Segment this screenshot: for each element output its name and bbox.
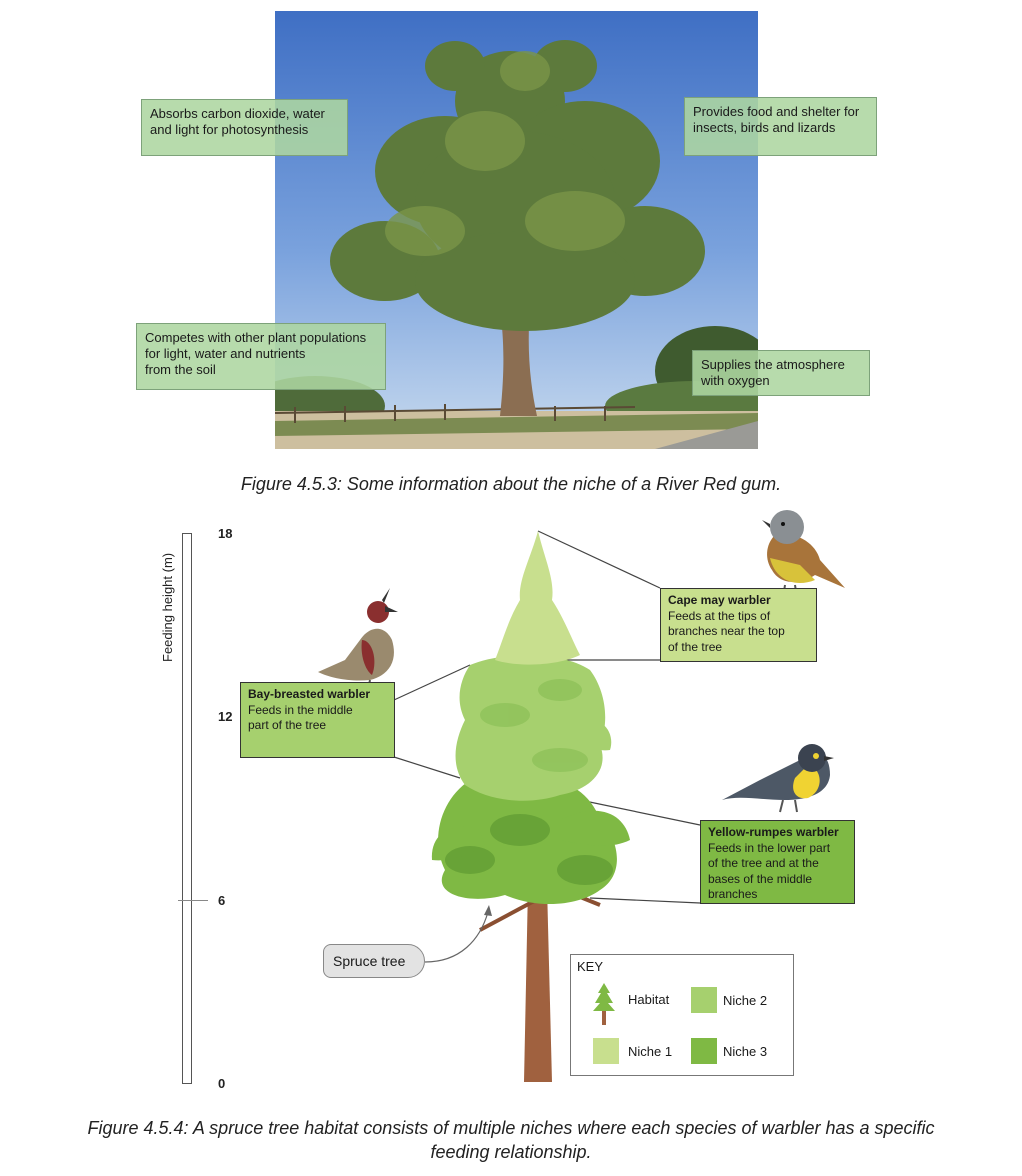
yellow-rumped-line-3: bases of the middle — [708, 871, 813, 886]
competition-line-2: for light, water and nutrients — [145, 346, 306, 361]
niche-2-swatch — [691, 987, 717, 1013]
yellow-rumped-line-1: Feeds in the lower part — [708, 840, 831, 855]
bay-breasted-line-2: part of the tree — [248, 718, 327, 732]
key-title: KEY — [577, 959, 604, 974]
caption-line-1: Figure 4.5.4: A spruce tree habitat cons… — [87, 1118, 935, 1138]
tick-label-18: 18 — [218, 526, 233, 541]
yellow-rumped-warbler-callout: Yellow-rumpes warbler Feeds in the lower… — [700, 820, 855, 904]
photosynthesis-info-box: Absorbs carbon dioxide, water and light … — [141, 99, 348, 156]
cape-may-line-3: of the tree — [668, 639, 723, 654]
caption-line-2: feeding relationship. — [430, 1142, 592, 1162]
river-red-gum-photo — [275, 11, 758, 449]
competition-info-box: Competes with other plant populations fo… — [136, 323, 386, 390]
tick-label-6: 6 — [218, 893, 226, 908]
cape-may-warbler-callout: Cape may warbler Feeds at the tips of br… — [660, 588, 817, 662]
bay-breasted-warbler-icon — [318, 588, 398, 691]
bay-breasted-title: Bay-breasted warbler — [248, 687, 371, 701]
habitat-tree-icon — [593, 983, 615, 1025]
yellow-rumped-warbler-icon — [722, 744, 834, 813]
niche-3-swatch — [691, 1038, 717, 1064]
yellow-rumped-line-2: of the tree and at the — [708, 856, 819, 870]
figure-4-5-4-caption: Figure 4.5.4: A spruce tree habitat cons… — [0, 1116, 1022, 1164]
yellow-rumped-title: Yellow-rumpes warbler — [708, 825, 839, 839]
figure-4-5-3-caption: Figure 4.5.3: Some information about the… — [240, 474, 782, 494]
tick-label-0: 0 — [218, 1076, 226, 1091]
bay-breasted-line-1: Feeds in the middle — [248, 702, 353, 717]
cape-may-line-1: Feeds at the tips of — [668, 608, 771, 623]
key-niche-3-label: Niche 3 — [723, 1044, 768, 1059]
niche-1-swatch — [593, 1038, 619, 1064]
bay-breasted-warbler-callout: Bay-breasted warbler Feeds in the middle… — [240, 682, 395, 758]
cape-may-warbler-icon — [762, 510, 845, 599]
key-niche-2-label: Niche 2 — [723, 993, 768, 1008]
cape-may-line-2: branches near the top — [668, 624, 785, 638]
competition-line-1: Competes with other plant populations — [145, 330, 367, 345]
key-legend: KEY Habitat Niche 2 Niche 1 Niche 3 — [570, 954, 794, 1076]
feeding-height-axis — [182, 533, 192, 1084]
tick-mark-6 — [178, 900, 208, 901]
oxygen-info-box: Supplies the atmosphere with oxygen — [692, 350, 870, 396]
spruce-tree-label: Spruce tree — [323, 944, 425, 978]
key-niche-1-label: Niche 1 — [628, 1044, 673, 1059]
yellow-rumped-line-4: branches — [708, 887, 758, 901]
tick-label-12: 12 — [218, 709, 233, 724]
competition-line-3: from the soil — [145, 362, 216, 377]
niche-2-foliage — [455, 655, 612, 801]
food-shelter-info-box: Provides food and shelter for insects, b… — [684, 97, 877, 156]
key-habitat-label: Habitat — [628, 992, 670, 1007]
niche-1-foliage — [495, 531, 580, 665]
cape-may-title: Cape may warbler — [668, 593, 771, 607]
